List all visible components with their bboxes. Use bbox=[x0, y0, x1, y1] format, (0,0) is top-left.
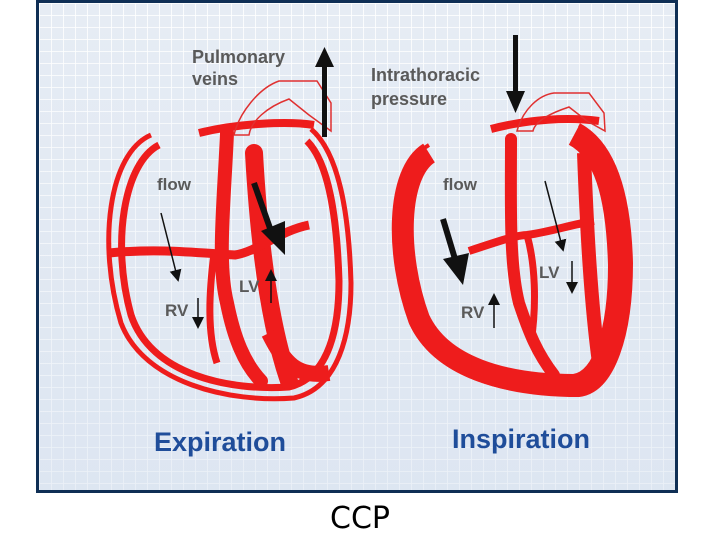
inspiration-flow-arrow bbox=[440, 218, 469, 285]
heart-diagram bbox=[106, 35, 634, 402]
pulmonary-vein-outline bbox=[233, 80, 332, 136]
expiration-outer-wall bbox=[118, 138, 343, 392]
pulmonary-veins-label-line2: veins bbox=[192, 69, 239, 89]
expiration-title: Expiration bbox=[154, 427, 287, 457]
inspiration-heart bbox=[391, 115, 634, 398]
inspiration-title: Inspiration bbox=[452, 424, 591, 454]
expiration-septum bbox=[214, 126, 268, 388]
inspiration-lv-wall bbox=[577, 152, 606, 364]
inspiration-branch-2 bbox=[523, 234, 538, 344]
inspiration-rv-label: RV bbox=[461, 303, 485, 322]
inspiration-flow-label: flow bbox=[443, 175, 477, 194]
inspiration-outer-wall bbox=[391, 125, 631, 397]
expiration-lv-label: LV bbox=[239, 277, 260, 296]
pulmonary-up-arrow bbox=[315, 47, 334, 137]
intrathoracic-pressure-label-line2: pressure bbox=[371, 89, 448, 109]
expiration-pericardium bbox=[106, 127, 354, 402]
expiration-lv-thick bbox=[261, 329, 331, 382]
intrathoracic-pressure-label-line1: Intrathoracic bbox=[371, 65, 481, 85]
expiration-vessel-top bbox=[198, 119, 315, 137]
expiration-flow-label: flow bbox=[157, 175, 191, 194]
inspiration-lv-label: LV bbox=[539, 263, 560, 282]
expiration-flow-arrow bbox=[251, 181, 285, 255]
expiration-branch-2 bbox=[206, 252, 221, 365]
inspiration-vessel-top bbox=[489, 115, 600, 133]
intrathoracic-down-arrow bbox=[506, 35, 525, 113]
slide-caption: CCP bbox=[330, 501, 390, 536]
inspiration-septum bbox=[504, 133, 560, 381]
expiration-heart bbox=[106, 119, 354, 402]
diagram-panel: Pulmonary veins Intrathoracic pressure f… bbox=[36, 0, 678, 493]
pulmonary-veins-label-line1: Pulmonary bbox=[192, 47, 286, 67]
expiration-rv-label: RV bbox=[165, 301, 189, 320]
inspiration-vessel-outline bbox=[516, 92, 606, 133]
inspiration-thin-flow-arrow bbox=[544, 180, 567, 252]
expiration-thin-flow-arrow bbox=[160, 212, 182, 282]
